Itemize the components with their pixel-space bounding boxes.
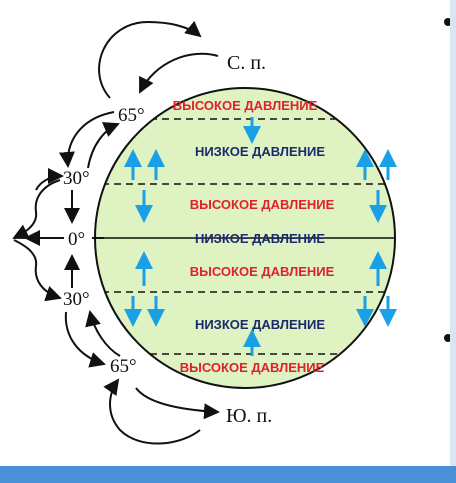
arrow-temperate-south-2 (85, 310, 121, 357)
right-frame (450, 0, 456, 483)
lat-65s-label: 65° (110, 356, 137, 377)
lat-0-label: 0° (68, 229, 85, 250)
vertical-air-arrows (124, 117, 397, 356)
arrow-polar-south-2 (103, 378, 201, 445)
belt-low-north: НИЗКОЕ ДАВЛЕНИЕ (195, 144, 325, 159)
arrow-polar-south-1 (135, 387, 220, 420)
circulation-arrows (12, 20, 220, 445)
arrow-temperate-north-2 (87, 122, 120, 169)
arrow-temperate-north-1 (58, 111, 115, 168)
south-pole-label: Ю. п. (226, 405, 272, 427)
lat-65n-label: 65° (118, 105, 145, 126)
arrow-hadley-south-1 (13, 239, 62, 302)
lat-30s-label: 30° (63, 289, 90, 310)
belt-low-south: НИЗКОЕ ДАВЛЕНИЕ (195, 317, 325, 332)
arrow-hadley-north-1 (12, 179, 61, 239)
arrow-temperate-south-1 (64, 311, 106, 368)
arrow-polar-north-1 (98, 20, 202, 99)
lat-30n-label: 30° (63, 168, 90, 189)
belt-high-north: ВЫСОКОЕ ДАВЛЕНИЕ (173, 98, 318, 113)
arrow-hadley-north-2 (35, 168, 64, 191)
belt-high-south: ВЫСОКОЕ ДАВЛЕНИЕ (180, 360, 325, 375)
arrow-polar-north-2 (139, 52, 219, 94)
bottom-bar (0, 466, 456, 483)
bullet-top (444, 18, 452, 26)
belt-low-equator: НИЗКОЕ ДАВЛЕНИЕ (195, 231, 325, 246)
belt-high-subtropical-south: ВЫСОКОЕ ДАВЛЕНИЕ (190, 264, 335, 279)
bullet-bottom (444, 334, 452, 342)
belt-high-subtropical-north: ВЫСОКОЕ ДАВЛЕНИЕ (190, 197, 335, 212)
north-pole-label: С. п. (227, 52, 266, 74)
